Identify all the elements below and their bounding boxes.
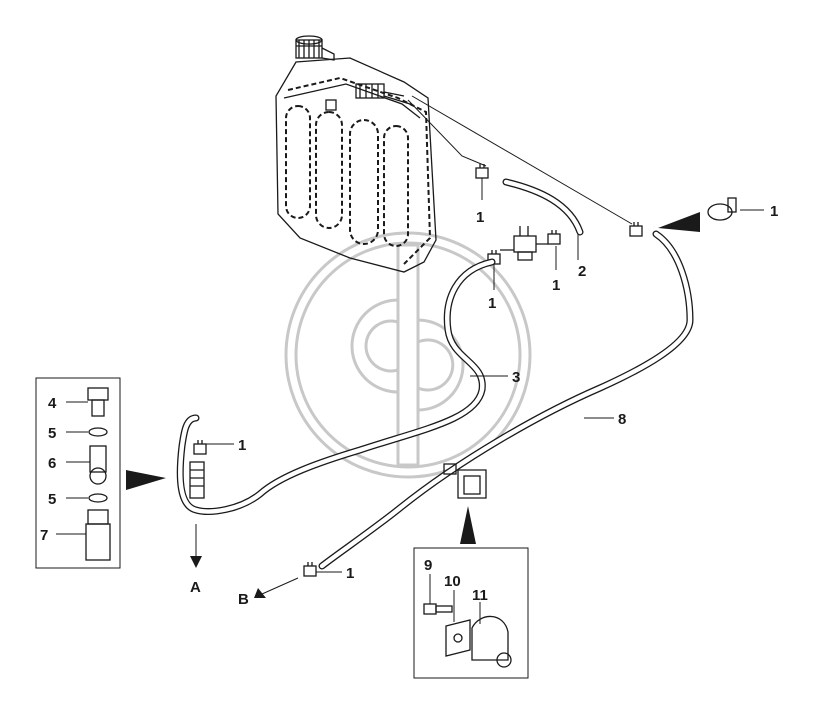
clamp-1e [193, 440, 207, 455]
arrow-label-a: A [190, 579, 201, 596]
callout-1-hose3: 1 [488, 295, 496, 312]
clamp-1-detail [707, 197, 737, 221]
callout-1-bottom: 1 [346, 565, 354, 582]
callout-1-valve: 1 [552, 277, 560, 294]
hose-8 [318, 230, 694, 570]
callout-7: 7 [40, 527, 48, 544]
sealing-washer-5b [88, 493, 108, 503]
tee-valve [500, 226, 548, 261]
clamp-1b [547, 230, 561, 245]
callout-4: 4 [48, 395, 57, 412]
leader-lines [56, 178, 764, 624]
callout-5-lower: 5 [48, 491, 56, 508]
callout-10: 10 [444, 573, 461, 590]
banjo-bolt-4 [87, 387, 109, 417]
sealing-washer-5a [88, 427, 108, 437]
callout-3: 3 [512, 369, 520, 386]
callout-1-clamp: 1 [770, 203, 778, 220]
pointer-triangle-banjo [126, 470, 166, 490]
callout-9: 9 [424, 557, 432, 574]
callout-1-banjo: 1 [238, 437, 246, 454]
bracket-clamp [443, 463, 487, 499]
clamp-1a [475, 164, 489, 179]
clamp-1d [629, 222, 643, 237]
clamp-11 [471, 615, 512, 668]
callout-1-top: 1 [476, 209, 484, 226]
hose-2 [407, 95, 633, 236]
bracket-10 [445, 619, 471, 657]
callout-6: 6 [48, 455, 56, 472]
callout-8: 8 [618, 411, 626, 428]
banjo-6 [89, 445, 107, 485]
union-7 [85, 509, 111, 561]
callouts: 1 1 1 1 1 1 2 3 4 5 6 5 7 8 9 10 11 A B [40, 203, 778, 608]
callout-2: 2 [578, 263, 586, 280]
detail-box-banjo [35, 377, 121, 569]
flow-arrow-a [190, 524, 202, 568]
arrow-label-b: B [238, 591, 249, 608]
pointer-triangles [126, 212, 700, 544]
callout-11: 11 [472, 587, 488, 604]
callout-5-upper: 5 [48, 425, 56, 442]
hose-clamps [193, 164, 737, 577]
fuel-tank [275, 35, 437, 273]
detail-box-bracket [413, 547, 529, 679]
bolt-9 [423, 603, 453, 615]
pointer-triangle-clamp [658, 212, 700, 232]
hose-3 [176, 258, 496, 515]
pointer-triangle-bracket [460, 506, 476, 544]
flow-arrow-b [254, 577, 299, 598]
clamp-1f [303, 562, 317, 577]
